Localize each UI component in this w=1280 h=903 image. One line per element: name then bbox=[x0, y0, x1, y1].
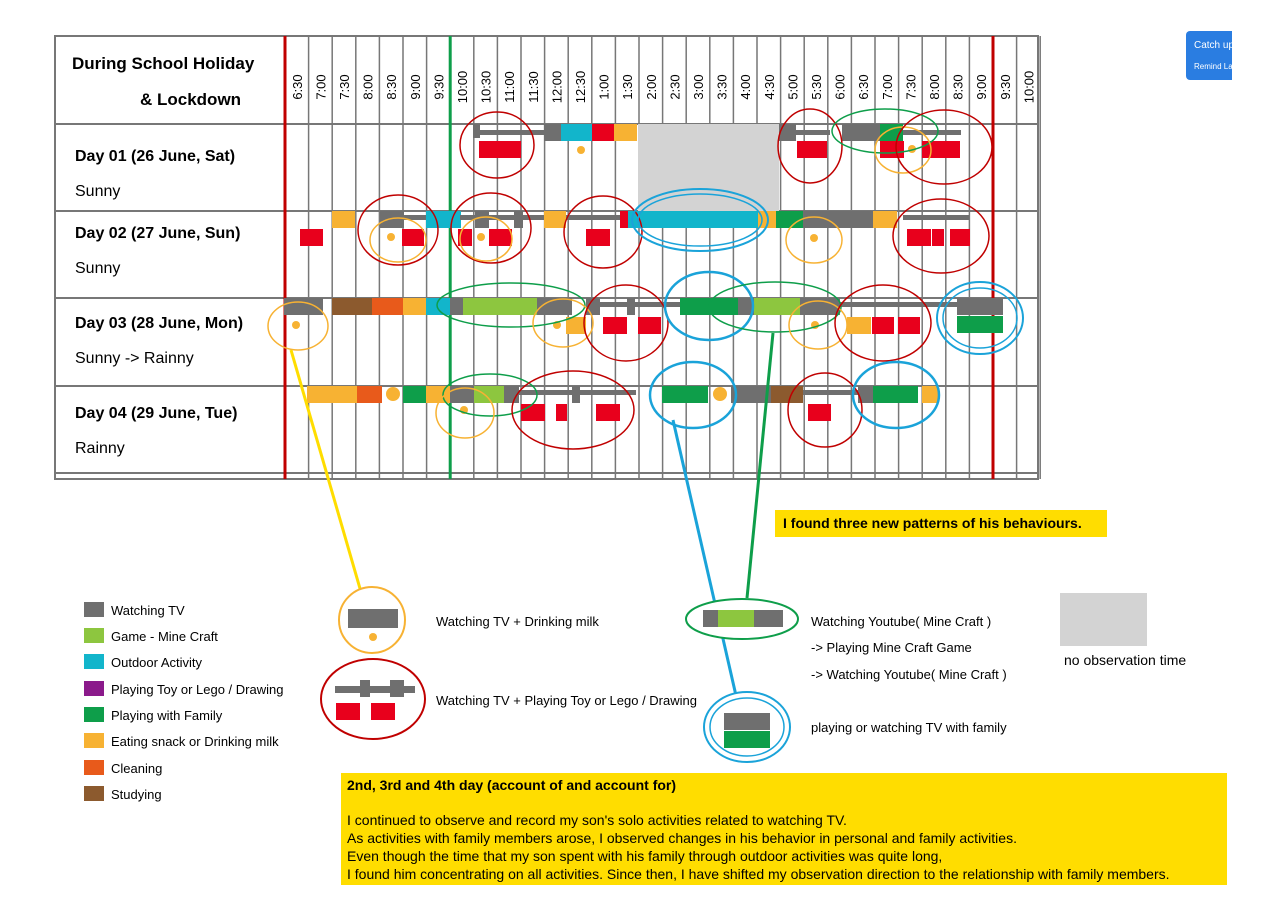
pattern-tv-toy-icon bbox=[320, 658, 426, 740]
time-label: 1:00 bbox=[597, 74, 612, 99]
time-label: 6:30 bbox=[290, 74, 305, 99]
page-edge bbox=[1232, 20, 1280, 90]
pattern-tv-milk-label: Watching TV + Drinking milk bbox=[436, 614, 599, 629]
note-title: 2nd, 3rd and 4th day (account of and acc… bbox=[347, 777, 676, 793]
day-1-label: Day 01 (26 June, Sat) bbox=[75, 148, 235, 165]
time-label: 9:30 bbox=[431, 74, 446, 99]
time-label: 5:30 bbox=[809, 74, 824, 99]
pattern-family-tv-label: playing or watching TV with family bbox=[811, 720, 1007, 735]
legend-label: Playing Toy or Lego / Drawing bbox=[111, 682, 283, 697]
legend-label: Eating snack or Drinking milk bbox=[111, 734, 279, 749]
time-label: 12:00 bbox=[549, 71, 564, 104]
time-label: 8:00 bbox=[927, 74, 942, 99]
time-label: 1:30 bbox=[620, 74, 635, 99]
time-label: 7:30 bbox=[337, 74, 352, 99]
legend-swatch-tv bbox=[84, 602, 104, 617]
pattern-tv-milk-icon bbox=[338, 586, 406, 654]
note-line: I continued to observe and record my son… bbox=[347, 812, 847, 828]
day-4-activities bbox=[307, 360, 941, 450]
day-3-activities bbox=[267, 270, 1024, 362]
day-3-weather: Sunny -> Rainny bbox=[75, 350, 194, 367]
time-label: 11:30 bbox=[526, 71, 541, 103]
legend-swatch-cleaning bbox=[84, 760, 104, 775]
no-observation-swatch bbox=[1060, 593, 1147, 646]
legend-swatch-snack bbox=[84, 733, 104, 748]
remind-later-button[interactable]: Remind La bbox=[1194, 62, 1233, 71]
pattern-youtube-line2: -> Playing Mine Craft Game bbox=[811, 640, 972, 655]
time-label: 5:00 bbox=[785, 74, 800, 99]
legend-label: Studying bbox=[111, 787, 162, 802]
time-label: 6:30 bbox=[856, 74, 871, 99]
catch-up-title: Catch up bbox=[1194, 40, 1235, 51]
day-2-label: Day 02 (27 June, Sun) bbox=[75, 225, 240, 242]
time-label: 8:30 bbox=[384, 74, 399, 99]
legend-label: Playing with Family bbox=[111, 708, 223, 723]
pattern-connectors bbox=[289, 332, 775, 701]
no-observation-label: no observation time bbox=[1064, 652, 1186, 668]
pattern-youtube-line3: -> Watching Youtube( Mine Craft ) bbox=[811, 667, 1007, 682]
pattern-youtube-minecraft-icon bbox=[685, 598, 799, 640]
time-label: 10:30 bbox=[479, 71, 494, 104]
note-line: I found him concentrating on all activit… bbox=[347, 866, 1170, 882]
day-3-label: Day 03 (28 June, Mon) bbox=[75, 315, 243, 332]
time-label: 9:00 bbox=[408, 74, 423, 99]
legend-label: Outdoor Activity bbox=[111, 655, 203, 670]
day-4-label: Day 04 (29 June, Tue) bbox=[75, 405, 237, 422]
legend-label: Game - Mine Craft bbox=[111, 629, 218, 644]
time-label: 8:30 bbox=[951, 74, 966, 99]
legend: Watching TV Game - Mine Craft Outdoor Ac… bbox=[84, 602, 283, 802]
time-label: 11:00 bbox=[502, 71, 517, 103]
day-1-weather: Sunny bbox=[75, 183, 120, 200]
pattern-tv-toy-label: Watching TV + Playing Toy or Lego / Draw… bbox=[436, 693, 697, 708]
time-label: 9:30 bbox=[998, 74, 1013, 99]
legend-swatch-family bbox=[84, 707, 104, 722]
time-label: 3:00 bbox=[691, 74, 706, 99]
table-title-line1: During School Holiday bbox=[72, 54, 255, 73]
time-label: 4:00 bbox=[738, 74, 753, 99]
legend-label: Watching TV bbox=[111, 603, 185, 618]
time-label: 7:00 bbox=[313, 74, 328, 99]
time-label: 8:00 bbox=[361, 74, 376, 99]
day-4-weather: Rainny bbox=[75, 440, 125, 457]
legend-swatch-game bbox=[84, 628, 104, 643]
legend-swatch-toy bbox=[84, 681, 104, 696]
note-box bbox=[341, 773, 1227, 885]
time-label: 2:30 bbox=[667, 74, 682, 99]
patterns-heading-box bbox=[775, 510, 1107, 537]
time-label: 10:00 bbox=[455, 71, 470, 104]
table-title-line2: & Lockdown bbox=[140, 90, 241, 109]
legend-swatch-studying bbox=[84, 786, 104, 801]
time-label: 7:30 bbox=[903, 74, 918, 99]
time-axis-labels: 6:30 7:00 7:30 8:00 8:30 9:00 9:30 10:00 10:30 11… bbox=[290, 71, 1037, 104]
note-line: Even though the time that my son spent w… bbox=[347, 848, 942, 864]
note-line: As activities with family members arose,… bbox=[347, 830, 1017, 846]
pattern-family-tv-icon bbox=[703, 691, 791, 763]
day-2-weather: Sunny bbox=[75, 260, 120, 277]
day-2-activities bbox=[300, 188, 990, 274]
time-label: 12:30 bbox=[573, 71, 588, 104]
day-1-activities bbox=[459, 108, 993, 211]
pattern-youtube-line1: Watching Youtube( Mine Craft ) bbox=[811, 614, 991, 629]
time-label: 10:00 bbox=[1021, 71, 1036, 104]
time-label: 7:00 bbox=[880, 74, 895, 99]
time-label: 3:30 bbox=[715, 74, 730, 99]
patterns-heading: I found three new patterns of his behavi… bbox=[783, 515, 1082, 531]
time-label: 4:30 bbox=[762, 74, 777, 99]
legend-swatch-outdoor bbox=[84, 654, 104, 669]
time-label: 9:00 bbox=[974, 74, 989, 99]
time-label: 6:00 bbox=[833, 74, 848, 99]
legend-label: Cleaning bbox=[111, 761, 162, 776]
time-label: 2:00 bbox=[644, 74, 659, 99]
